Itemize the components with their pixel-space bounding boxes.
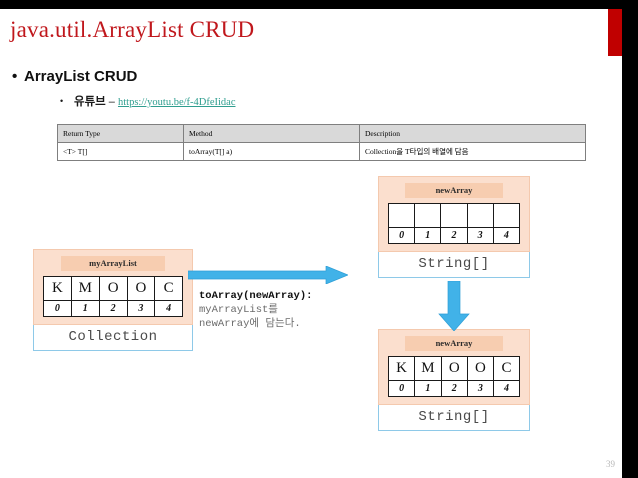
- array-cell-value: O: [126, 276, 156, 301]
- sub-bullet-marker-icon: •: [60, 96, 64, 106]
- array-cell-index: 2: [98, 300, 128, 317]
- array-cell-index: 0: [387, 380, 416, 397]
- annotation-signature: toArray(newArray):: [199, 290, 313, 302]
- table-cell-description: Collection을 T타입의 배열에 담음: [359, 142, 586, 161]
- bullet-level1-label: ArrayList CRUD: [24, 68, 138, 85]
- myarraylist-cells: K M O O C 0 1 2 3 4: [43, 276, 183, 317]
- newarray-after-name-label: newArray: [405, 336, 503, 351]
- array-cell-index: 4: [492, 227, 521, 244]
- array-cell-index: 1: [70, 300, 100, 317]
- table-cell-return-type: <T> T[]: [57, 142, 184, 161]
- arrow-right-icon: [188, 266, 348, 284]
- myarraylist-value-row: K M O O C: [43, 276, 183, 301]
- annotation-line2: myArrayList를: [199, 304, 278, 316]
- newarray-before-name-label: newArray: [405, 183, 503, 198]
- array-cell-index: 0: [43, 300, 72, 317]
- array-cell-value: C: [154, 276, 183, 301]
- array-cell-value: [466, 203, 494, 228]
- array-cell-index: 2: [440, 380, 468, 397]
- page-number: 39: [606, 459, 615, 469]
- table-header-method: Method: [183, 124, 360, 143]
- newarray-after-value-row: K M O O C: [387, 356, 521, 381]
- youtube-link[interactable]: https://youtu.be/f-4DfeIidac: [117, 97, 236, 108]
- myarraylist-body: myArrayList K M O O C 0 1 2 3 4: [33, 249, 193, 325]
- array-cell-index: 4: [154, 300, 183, 317]
- toarray-annotation: toArray(newArray): myArrayList를 newArray…: [199, 289, 374, 331]
- bullet-marker-icon: •: [12, 68, 18, 85]
- array-cell-index: 3: [126, 300, 156, 317]
- array-cell-index: 1: [414, 227, 442, 244]
- arrow-down-icon: [438, 281, 470, 331]
- newarray-after-index-row: 0 1 2 3 4: [387, 380, 521, 397]
- newarray-before-type-label: String[]: [378, 252, 530, 278]
- bullet-level2-dash: –: [105, 96, 118, 108]
- array-cell-index: 4: [492, 380, 521, 397]
- array-cell-index: 1: [414, 380, 442, 397]
- array-cell-index: 3: [466, 380, 494, 397]
- diagram-box-newarray-before: newArray 0 1 2 3 4 String[]: [378, 176, 530, 278]
- array-cell-value: [414, 203, 442, 228]
- bullet-level1: • ArrayList CRUD: [12, 68, 137, 85]
- right-red-accent-bar: [608, 9, 622, 56]
- top-black-bar: [0, 0, 638, 9]
- myarraylist-type-label: Collection: [33, 325, 193, 351]
- array-cell-value: M: [414, 356, 442, 381]
- array-cell-value: K: [387, 356, 416, 381]
- page-title: java.util.ArrayList CRUD: [10, 17, 255, 42]
- bullet-level2: • 유튜브 – https://youtu.be/f-4DfeIidac: [60, 93, 236, 109]
- myarraylist-name-label: myArrayList: [61, 256, 165, 271]
- table-header-return-type: Return Type: [57, 124, 184, 143]
- array-cell-value: C: [492, 356, 521, 381]
- newarray-after-type-label: String[]: [378, 405, 530, 431]
- method-table: Return Type Method Description <T> T[] t…: [57, 124, 586, 161]
- array-cell-value: O: [98, 276, 128, 301]
- table-header-row: Return Type Method Description: [57, 124, 586, 143]
- array-cell-index: 0: [387, 227, 416, 244]
- array-cell-value: [492, 203, 521, 228]
- diagram-box-newarray-after: newArray K M O O C 0 1 2 3 4 String[]: [378, 329, 530, 431]
- newarray-after-body: newArray K M O O C 0 1 2 3 4: [378, 329, 530, 405]
- array-cell-index: 2: [440, 227, 468, 244]
- myarraylist-index-row: 0 1 2 3 4: [43, 300, 183, 317]
- right-black-bar: [622, 0, 638, 478]
- array-cell-value: K: [43, 276, 72, 301]
- diagram-box-myarraylist: myArrayList K M O O C 0 1 2 3 4 Collecti…: [33, 249, 193, 351]
- newarray-before-value-row: [387, 203, 521, 228]
- newarray-before-cells: 0 1 2 3 4: [387, 203, 521, 244]
- array-cell-value: [387, 203, 416, 228]
- array-cell-value: [440, 203, 468, 228]
- array-cell-index: 3: [466, 227, 494, 244]
- table-header-description: Description: [359, 124, 586, 143]
- table-cell-method: toArray(T[] a): [183, 142, 360, 161]
- newarray-before-body: newArray 0 1 2 3 4: [378, 176, 530, 252]
- bullet-level2-label: 유튜브: [74, 96, 106, 108]
- table-row: <T> T[] toArray(T[] a) Collection을 T타입의 …: [57, 142, 586, 161]
- array-cell-value: M: [70, 276, 100, 301]
- annotation-line3: newArray에 담는다.: [199, 318, 301, 330]
- newarray-before-index-row: 0 1 2 3 4: [387, 227, 521, 244]
- array-cell-value: O: [440, 356, 468, 381]
- array-cell-value: O: [466, 356, 494, 381]
- newarray-after-cells: K M O O C 0 1 2 3 4: [387, 356, 521, 397]
